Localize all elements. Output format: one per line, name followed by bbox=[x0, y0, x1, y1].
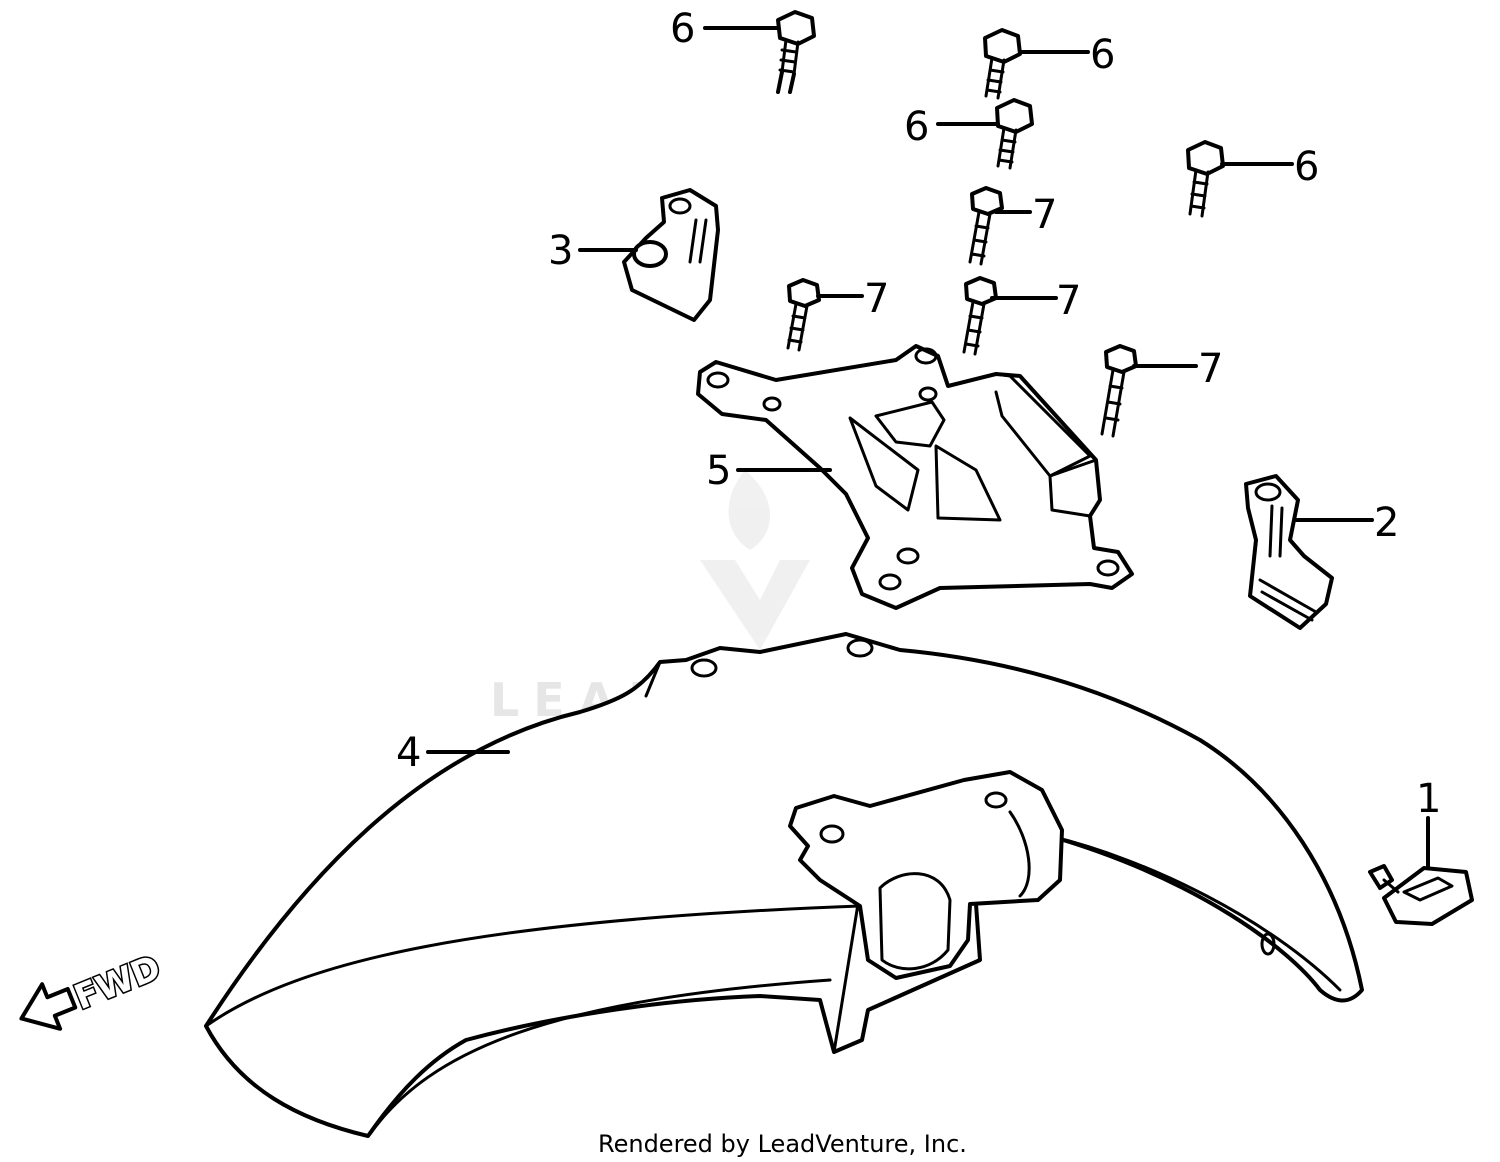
forward-label: FWD bbox=[69, 948, 166, 1018]
bolt-7-left bbox=[786, 278, 821, 352]
bolt-7-right bbox=[1100, 344, 1138, 438]
callout-6: 6 bbox=[1294, 144, 1319, 190]
callout-6: 6 bbox=[1090, 32, 1115, 78]
clip-part-3 bbox=[622, 188, 720, 322]
footer-credit: Rendered by LeadVenture, Inc. bbox=[598, 1130, 967, 1158]
bolt-6-right bbox=[1186, 140, 1225, 218]
callout-6: 6 bbox=[904, 104, 929, 150]
callout-3: 3 bbox=[548, 228, 573, 274]
forward-direction-indicator: FWD bbox=[19, 946, 168, 1031]
bolt-6-top-center bbox=[983, 28, 1022, 100]
callout-7: 7 bbox=[1198, 346, 1223, 392]
bolt-6-middle bbox=[995, 98, 1034, 170]
bolt-7-center bbox=[962, 276, 998, 356]
watermark-logo-icon bbox=[700, 470, 810, 650]
callout-4: 4 bbox=[396, 730, 421, 776]
callout-7: 7 bbox=[864, 276, 889, 322]
callout-7: 7 bbox=[1056, 278, 1081, 324]
clip-part-2 bbox=[1244, 474, 1334, 630]
grommet-part-1 bbox=[1368, 864, 1474, 926]
bracket-part-5 bbox=[696, 344, 1134, 610]
forward-arrow-icon bbox=[19, 982, 78, 1031]
callout-5: 5 bbox=[706, 448, 731, 494]
callout-6: 6 bbox=[670, 6, 695, 52]
leader-lines bbox=[426, 26, 1430, 868]
bolt-6-top-left bbox=[776, 10, 816, 94]
callout-1: 1 bbox=[1416, 776, 1441, 822]
bolt-7-upper bbox=[968, 186, 1004, 266]
callout-2: 2 bbox=[1374, 500, 1399, 546]
callout-labels: 6 6 6 6 7 7 7 7 3 2 5 4 1 bbox=[396, 6, 1441, 822]
fender-part-4 bbox=[204, 632, 1364, 1138]
callout-7: 7 bbox=[1032, 192, 1057, 238]
